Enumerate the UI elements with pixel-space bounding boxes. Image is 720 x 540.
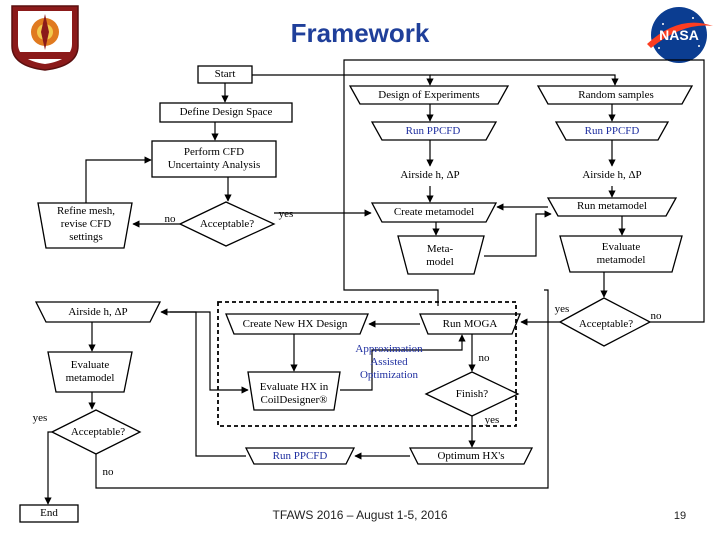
run-ppcfd-doe-label: Run PPCFD <box>405 125 461 137</box>
end-label: End <box>40 507 58 519</box>
run-ppcfd-random-label: Run PPCFD <box>584 125 640 137</box>
run-ppcfd-doe-box <box>370 121 498 141</box>
run-metamodel-label: Run metamodel <box>577 200 647 212</box>
approx-assisted-label: Approximation Assisted Optimization <box>355 343 423 381</box>
evaluate-metamodel-left-box <box>47 351 133 393</box>
create-metamodel-label: Create metamodel <box>393 206 475 218</box>
acceptable-left-diamond <box>50 409 142 455</box>
run-moga-label: Run MOGA <box>442 318 498 330</box>
airside-left-label: Airside h, ΔP <box>68 306 128 318</box>
define-design-space-label: Define Design Space <box>179 106 273 118</box>
random-samples-box <box>536 85 694 105</box>
refine-mesh-label: Refine mesh, revise CFD settings <box>56 205 116 243</box>
evaluate-hx-label: Evaluate HX in CoilDesigner® <box>259 381 329 406</box>
finish-diamond <box>424 371 520 417</box>
acceptable-top-no-label: no <box>164 213 176 225</box>
slide-footer: TFAWS 2016 – August 1-5, 2016 <box>272 508 448 522</box>
optimum-hx-label: Optimum HX's <box>437 450 505 462</box>
page-number: 19 <box>673 510 687 522</box>
run-ppcfd-random-box <box>554 121 670 141</box>
create-metamodel-box <box>370 202 498 223</box>
airside-doe-label: Airside h, ΔP <box>400 169 460 181</box>
create-new-hx-box <box>225 313 369 335</box>
acceptable-top-diamond <box>178 201 276 247</box>
perform-cfd-label: Perform CFD Uncertainty Analysis <box>167 146 261 171</box>
finish-no-label: no <box>478 352 490 364</box>
airside-left-box <box>34 301 162 323</box>
metamodel-box <box>397 235 485 275</box>
optimization-region <box>217 301 517 427</box>
engineering-badge-logo <box>11 5 79 71</box>
acceptable-left-yes-label: yes <box>32 412 48 424</box>
evaluate-metamodel-right-label: Evaluate metamodel <box>596 241 646 266</box>
run-ppcfd-bottom-box <box>244 447 356 465</box>
evaluate-hx-box <box>247 371 341 411</box>
nasa-logo: NASA <box>647 7 713 63</box>
airside-random-label: Airside h, ΔP <box>582 169 642 181</box>
slide-title: Framework <box>290 18 430 48</box>
finish-label: Finish? <box>455 388 489 400</box>
define-design-space-box <box>159 102 293 123</box>
acceptable-top-yes-label: yes <box>278 208 294 220</box>
perform-cfd-box <box>151 140 277 178</box>
nasa-logo-text: NASA <box>659 27 699 43</box>
refine-mesh-box <box>37 202 133 249</box>
run-moga-box <box>419 313 521 335</box>
finish-yes-label: yes <box>484 414 500 426</box>
metamodel-label: Meta- model <box>426 243 454 268</box>
doe-box <box>348 85 510 105</box>
acceptable-left-no-label: no <box>102 466 114 478</box>
random-samples-label: Random samples <box>578 89 654 101</box>
acceptable-right-yes-label: yes <box>554 303 570 315</box>
run-metamodel-box <box>546 197 678 217</box>
run-ppcfd-bottom-label: Run PPCFD <box>272 450 328 462</box>
acceptable-right-no-label: no <box>650 310 662 322</box>
evaluate-metamodel-right-box <box>559 235 683 273</box>
evaluate-metamodel-left-label: Evaluate metamodel <box>65 359 115 384</box>
create-new-hx-label: Create New HX Design <box>242 318 348 330</box>
end-box <box>19 504 79 523</box>
acceptable-left-label: Acceptable? <box>70 426 126 438</box>
doe-label: Design of Experiments <box>378 89 480 101</box>
acceptable-top-label: Acceptable? <box>199 218 255 230</box>
start-label: Start <box>214 68 236 80</box>
optimum-hx-box <box>408 447 534 465</box>
acceptable-right-label: Acceptable? <box>578 318 634 330</box>
